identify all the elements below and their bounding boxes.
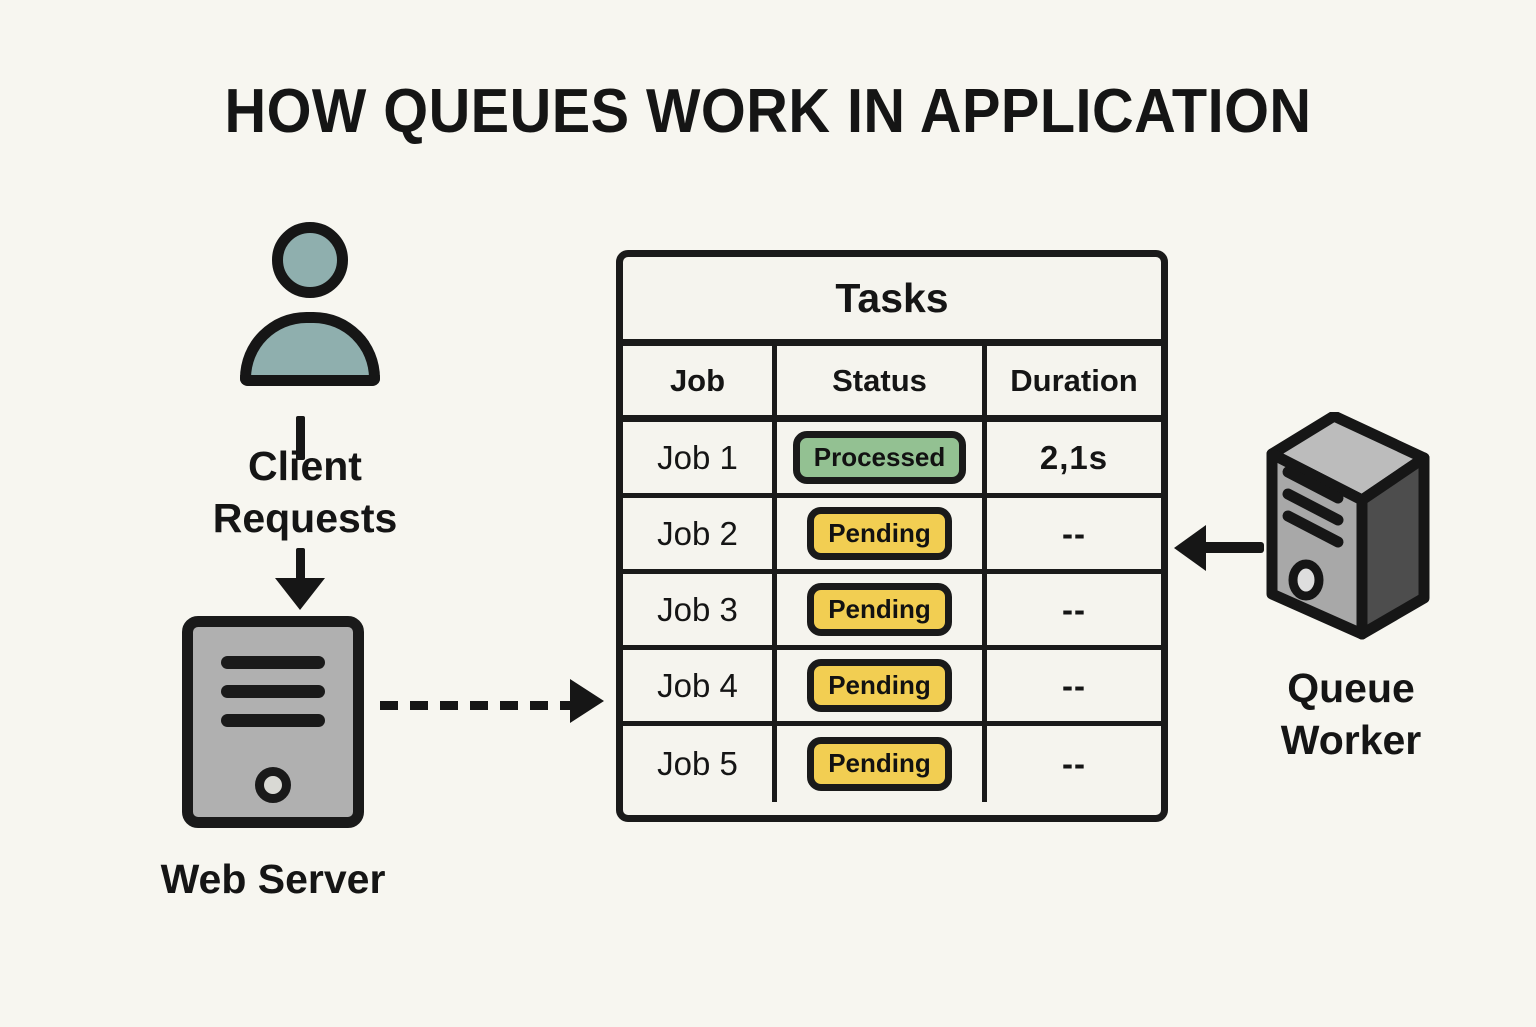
- cell-duration: --: [1062, 745, 1086, 782]
- tower-power-led-icon: [1288, 559, 1324, 601]
- server-to-table-arrow-head-icon: [570, 679, 604, 723]
- cell-duration: --: [1062, 590, 1086, 628]
- status-badge: Pending: [807, 658, 952, 713]
- cell-duration: 2,1s: [1039, 438, 1109, 476]
- user-body-icon: [240, 312, 380, 386]
- server-vent-bar-2: [221, 685, 325, 698]
- user-head-icon: [272, 222, 348, 298]
- cell-job: Job 5: [623, 726, 777, 802]
- cell-duration: --: [1062, 514, 1086, 552]
- cell-status: Pending: [777, 726, 987, 802]
- tasks-table: Tasks Job Status Duration Job 1 Processe…: [616, 250, 1168, 822]
- worker-to-table-line: [1196, 542, 1264, 553]
- worker-to-table-arrow-head-icon: [1174, 525, 1206, 571]
- cell-job: Job 2: [623, 498, 777, 569]
- table-row: Job 3 Pending --: [623, 574, 1161, 650]
- page-title: HOW QUEUES WORK IN APPLICATION: [224, 77, 1312, 146]
- web-server-icon: [182, 616, 364, 828]
- queue-worker-label: Queue Worker: [1216, 662, 1486, 766]
- client-label-line1: Client: [248, 443, 362, 489]
- status-badge: Pending: [807, 506, 952, 561]
- column-header-duration: Duration: [1010, 362, 1138, 398]
- status-badge: Pending: [807, 582, 952, 637]
- tasks-table-header-row: Job Status Duration: [623, 346, 1161, 422]
- tower-vent-2: [1282, 488, 1344, 526]
- client-requests-label: Client Requests: [170, 440, 440, 544]
- table-row: Job 2 Pending --: [623, 498, 1161, 574]
- cell-status: Pending: [777, 498, 987, 569]
- tasks-table-title: Tasks: [835, 274, 949, 321]
- web-server-label: Web Server: [160, 856, 386, 902]
- cell-status: Pending: [777, 574, 987, 645]
- client-user-icon: [236, 222, 392, 394]
- cell-job: Job 3: [623, 574, 777, 645]
- cell-status: Pending: [777, 650, 987, 721]
- cell-duration: --: [1062, 666, 1086, 704]
- cell-job: Job 1: [623, 422, 777, 493]
- worker-label-line2: Worker: [1280, 717, 1422, 763]
- table-row: Job 4 Pending --: [623, 650, 1161, 726]
- tower-vent-1: [1282, 466, 1344, 504]
- column-header-job: Job: [623, 346, 777, 415]
- tower-vent-3: [1282, 510, 1344, 548]
- worker-label-line1: Queue: [1287, 665, 1415, 711]
- server-vent-bar-1: [221, 656, 325, 669]
- tower-side-face: [1356, 452, 1430, 640]
- status-badge: Pending: [807, 737, 952, 791]
- queue-worker-icon: [1262, 412, 1434, 652]
- client-arrow-shaft-bottom: [296, 548, 305, 588]
- server-power-led-icon: [255, 767, 291, 803]
- server-vent-bar-3: [221, 714, 325, 727]
- status-badge: Processed: [792, 430, 967, 485]
- cell-status: Processed: [777, 422, 987, 493]
- table-row: Job 1 Processed 2,1s: [623, 422, 1161, 498]
- server-tower-svg: [1266, 412, 1430, 640]
- column-header-status: Status: [777, 346, 987, 415]
- table-row: Job 5 Pending --: [623, 726, 1161, 802]
- server-to-table-dashed-line: [380, 701, 576, 710]
- tasks-table-title-row: Tasks: [623, 257, 1161, 346]
- client-arrow-shaft-top: [296, 416, 305, 460]
- client-label-line2: Requests: [212, 495, 398, 541]
- cell-job: Job 4: [623, 650, 777, 721]
- client-arrow-head-icon: [275, 578, 325, 610]
